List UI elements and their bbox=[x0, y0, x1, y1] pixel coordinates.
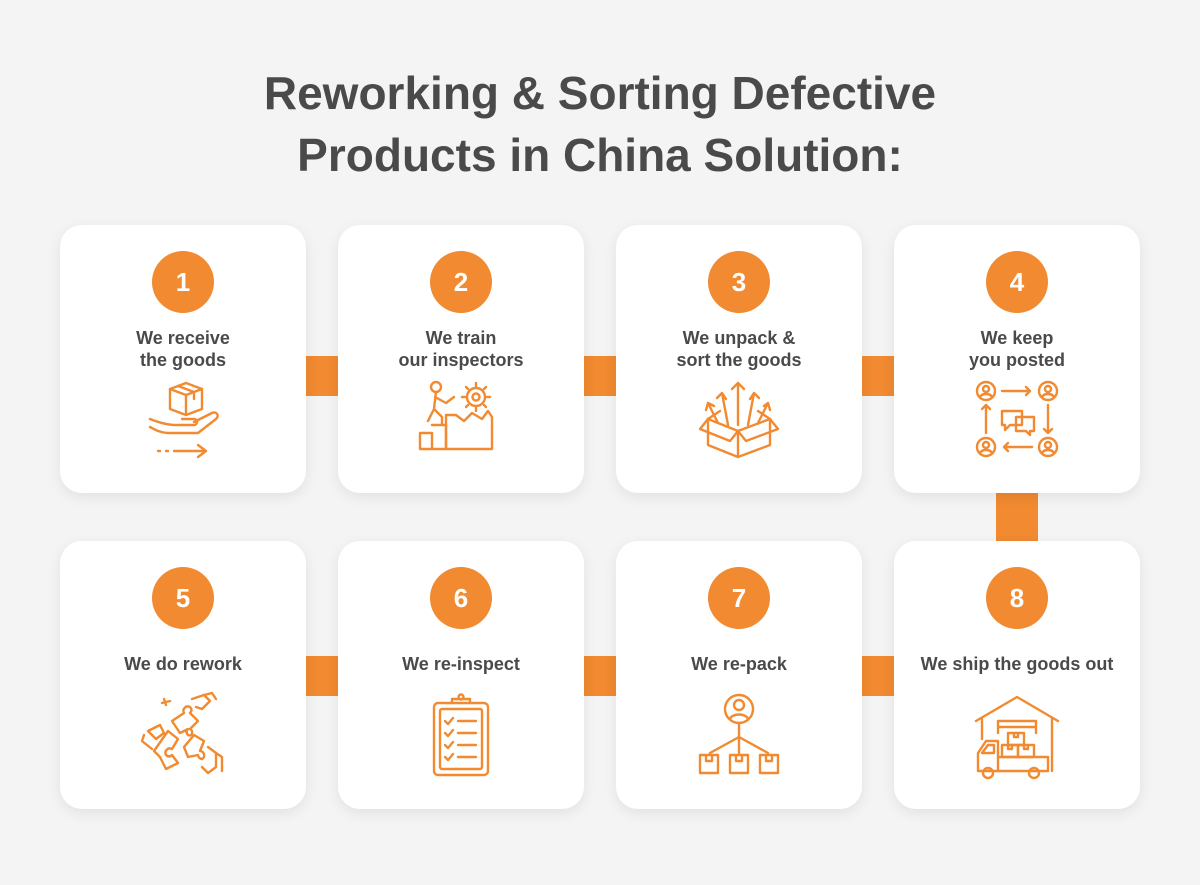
step-card-4: 4 We keep you posted bbox=[894, 225, 1140, 493]
training-gear-icon bbox=[416, 375, 506, 465]
step-card-3: 3 We unpack & sort the goods bbox=[616, 225, 862, 493]
step-label-line-1: We do rework bbox=[124, 654, 242, 674]
connector-2-3 bbox=[584, 356, 616, 396]
connector-3-4 bbox=[862, 356, 894, 396]
step-label: We train our inspectors bbox=[348, 327, 574, 371]
step-number-badge: 3 bbox=[708, 251, 770, 313]
step-label-line-1: We train bbox=[425, 328, 497, 348]
step-label-line-1: We receive bbox=[136, 328, 230, 348]
title-line-1: Reworking & Sorting Defective bbox=[263, 67, 937, 119]
step-number-badge: 6 bbox=[430, 567, 492, 629]
step-label-line-2: the goods bbox=[140, 350, 226, 370]
hand-box-icon bbox=[138, 375, 228, 465]
step-card-1: 1 We receive the goods bbox=[60, 225, 306, 493]
communication-network-icon bbox=[972, 375, 1062, 465]
step-number-badge: 7 bbox=[708, 567, 770, 629]
title-line-2: Products in China Solution: bbox=[297, 129, 903, 181]
step-number-badge: 5 bbox=[152, 567, 214, 629]
step-label-line-1: We unpack & bbox=[682, 328, 796, 348]
step-card-8: 8 We ship the goods out bbox=[894, 541, 1140, 809]
step-label-line-2: our inspectors bbox=[398, 350, 524, 370]
connector-5-6 bbox=[306, 656, 338, 696]
step-card-2: 2 We train our inspectors bbox=[338, 225, 584, 493]
step-label: We re-inspect bbox=[348, 653, 574, 675]
step-label-line-1: We keep bbox=[980, 328, 1054, 348]
step-label: We keep you posted bbox=[904, 327, 1130, 371]
step-label: We do rework bbox=[70, 653, 296, 675]
warehouse-truck-icon bbox=[972, 691, 1062, 781]
step-label: We ship the goods out bbox=[904, 653, 1130, 675]
step-number-badge: 1 bbox=[152, 251, 214, 313]
step-label-line-2: sort the goods bbox=[676, 350, 802, 370]
step-number-badge: 2 bbox=[430, 251, 492, 313]
connector-7-8 bbox=[862, 656, 894, 696]
person-boxes-icon bbox=[694, 691, 784, 781]
step-number-badge: 8 bbox=[986, 567, 1048, 629]
open-box-arrows-icon bbox=[694, 375, 784, 465]
step-label: We receive the goods bbox=[70, 327, 296, 371]
step-label-line-1: We re-inspect bbox=[402, 654, 520, 674]
connector-1-2 bbox=[306, 356, 338, 396]
step-card-5: 5 We do rework bbox=[60, 541, 306, 809]
step-number-badge: 4 bbox=[986, 251, 1048, 313]
step-label: We re-pack bbox=[626, 653, 852, 675]
clipboard-checklist-icon bbox=[416, 691, 506, 781]
connector-6-7 bbox=[584, 656, 616, 696]
step-card-7: 7 We re-pack bbox=[616, 541, 862, 809]
puzzle-hands-icon bbox=[138, 691, 228, 781]
connector-4-8 bbox=[996, 493, 1038, 541]
step-label-line-2: you posted bbox=[968, 350, 1065, 370]
page-title: Reworking & Sorting Defective Products i… bbox=[0, 62, 1200, 186]
step-label-line-1: We ship the goods out bbox=[920, 654, 1114, 674]
step-card-6: 6 We re-inspect bbox=[338, 541, 584, 809]
step-label: We unpack & sort the goods bbox=[626, 327, 852, 371]
step-label-line-1: We re-pack bbox=[691, 654, 787, 674]
